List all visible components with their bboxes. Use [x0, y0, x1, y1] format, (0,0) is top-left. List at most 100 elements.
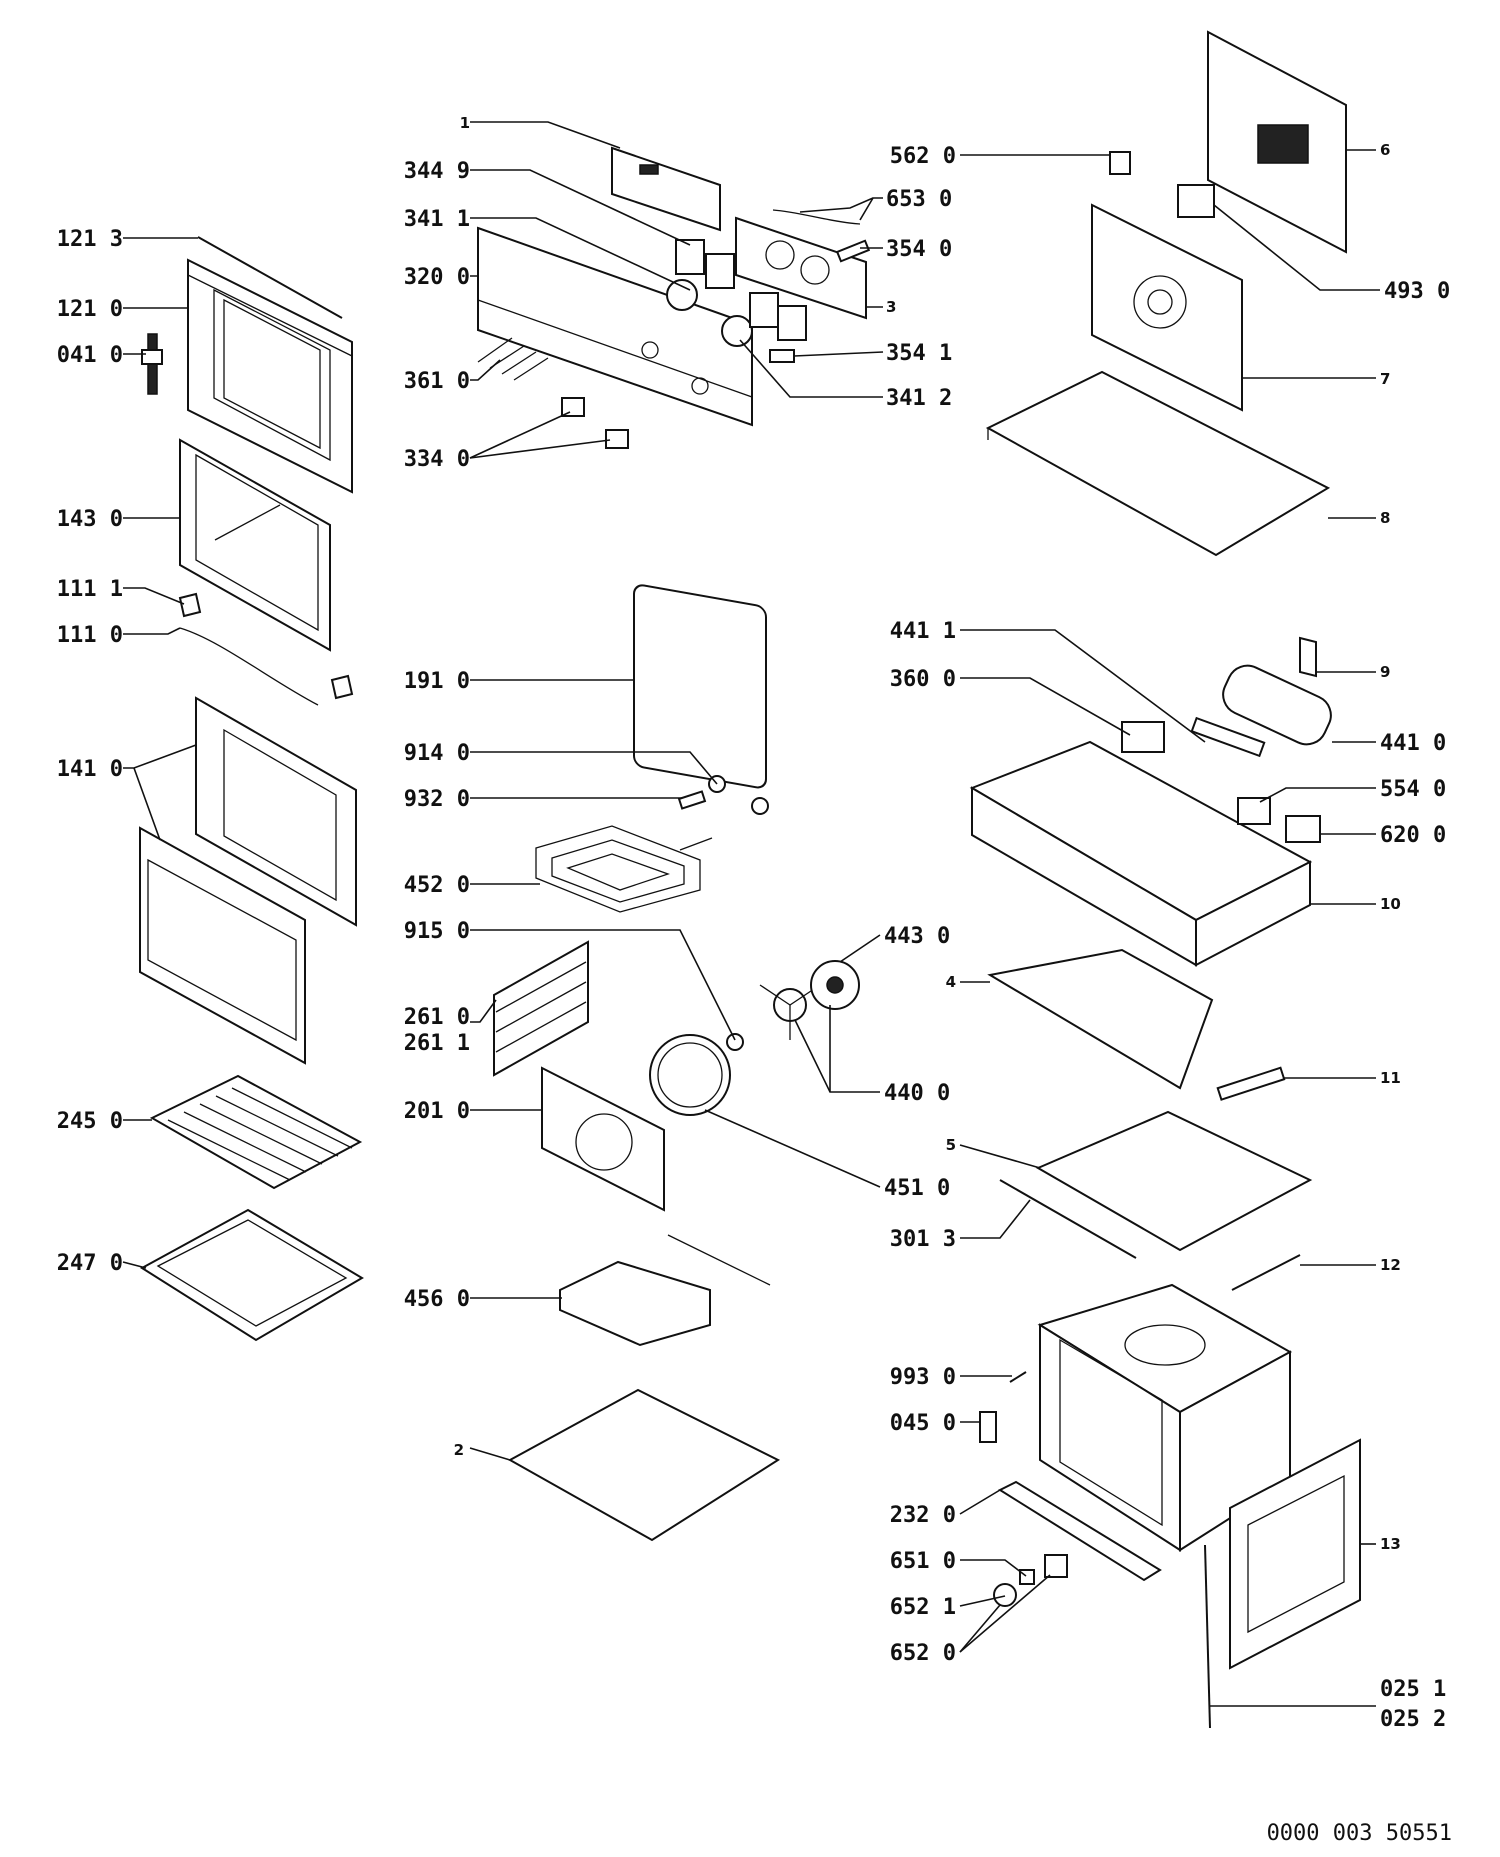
side-panel: [1229, 1438, 1361, 1670]
label-191-0: 191 0: [404, 669, 470, 694]
control-fascia: [477, 226, 753, 427]
rotary-switch-left: [675, 239, 705, 275]
rear-inner-panel: [1091, 203, 1243, 412]
label-247-0: 247 0: [57, 1251, 123, 1276]
label-915-0: 915 0: [404, 919, 470, 944]
label-045-0: 045 0: [890, 1411, 956, 1436]
label-341-1: 341 1: [404, 207, 470, 232]
label-121-3: 121 3: [57, 227, 123, 252]
door-seal-gasket: [633, 584, 767, 789]
knob-bezel-upper: [666, 279, 698, 311]
label-2: 2: [454, 1441, 464, 1459]
label-261-1: 261 1: [404, 1031, 470, 1056]
label-7: 7: [1380, 370, 1390, 388]
label-914-0: 914 0: [404, 741, 470, 766]
door-wire-spring: [179, 627, 319, 706]
front-rail: [999, 1179, 1137, 1259]
label-13: 13: [1380, 1535, 1401, 1553]
indicator-cable: [772, 209, 861, 225]
label-554-0: 554 0: [1380, 777, 1446, 802]
label-441-1: 441 1: [890, 619, 956, 644]
label-652-0: 652 0: [890, 1641, 956, 1666]
label-562-0: 562 0: [890, 144, 956, 169]
pilot-light: [769, 349, 795, 363]
rotary-switch-lower-2: [777, 305, 807, 341]
door-hinge: [141, 333, 163, 395]
relay: [1237, 797, 1271, 825]
label-4: 4: [946, 973, 956, 991]
oven-cavity: [1037, 1283, 1293, 1552]
label-232-0: 232 0: [890, 1503, 956, 1528]
label-441-0: 441 0: [1380, 731, 1446, 756]
label-320-0: 320 0: [404, 265, 470, 290]
leader-lines: [122, 121, 1380, 1707]
outer-door-glass-upper: [195, 696, 357, 927]
label-360-0: 360 0: [890, 667, 956, 692]
label-10: 10: [1380, 895, 1401, 913]
label-341-2: 341 2: [886, 386, 952, 411]
label-041-0: 041 0: [57, 343, 123, 368]
knob-bezel-lower: [721, 315, 753, 347]
control-panel-overlay: [611, 146, 721, 232]
door-frame: [187, 258, 353, 494]
label-652-1: 652 1: [890, 1595, 956, 1620]
label-493-0: 493 0: [1384, 279, 1450, 304]
label-12: 12: [1380, 1256, 1401, 1274]
tangential-fan: [1222, 664, 1332, 746]
label-11: 11: [1380, 1069, 1401, 1087]
label-452-0: 452 0: [404, 873, 470, 898]
thermal-cutout: [1109, 151, 1131, 175]
control-knob-left: [561, 397, 585, 417]
label-245-0: 245 0: [57, 1109, 123, 1134]
top-panel: [985, 370, 1331, 557]
label-6: 6: [1380, 141, 1390, 159]
spring: [677, 790, 707, 810]
label-025-2: 025 2: [1380, 1707, 1446, 1732]
label-5: 5: [946, 1136, 956, 1154]
label-932-0: 932 0: [404, 787, 470, 812]
label-9: 9: [1380, 663, 1390, 681]
fan-blade: [759, 984, 821, 1040]
label-201-0: 201 0: [404, 1099, 470, 1124]
base-panel: [1035, 1110, 1313, 1252]
label-653-0: 653 0: [886, 187, 952, 212]
label-143-0: 143 0: [57, 507, 123, 532]
label-8: 8: [1380, 509, 1390, 527]
bottom-panel: [507, 1388, 781, 1542]
transformer: [1177, 184, 1215, 218]
terminal-block: [1121, 721, 1165, 753]
rear-cover-panel: [1207, 30, 1347, 254]
control-knob-right: [605, 429, 629, 449]
label-361-0: 361 0: [404, 369, 470, 394]
indicator-lamp: [835, 239, 871, 263]
rail-strip: [1231, 1254, 1301, 1291]
door-switch: [979, 1411, 997, 1443]
side-rack-runner: [493, 940, 589, 1077]
support-strip: [1216, 1066, 1286, 1101]
rear-heating-element: [559, 1234, 771, 1347]
label-354-0: 354 0: [886, 237, 952, 262]
screw: [1009, 1371, 1027, 1383]
outer-door-glass-lower: [139, 826, 306, 1065]
lamp-cover: [1044, 1554, 1068, 1578]
label-456-0: 456 0: [404, 1287, 470, 1312]
control-board: [735, 216, 867, 320]
label-451-0: 451 0: [884, 1176, 950, 1201]
label-111-1: 111 1: [57, 577, 123, 602]
cooling-duct-plate: [987, 948, 1214, 1090]
rotary-switch-lower: [749, 292, 779, 328]
label-620-0: 620 0: [1380, 823, 1446, 848]
bottom-trim: [997, 1480, 1162, 1582]
fan-motor: [810, 960, 860, 1010]
label-334-0: 334 0: [404, 447, 470, 472]
label-993-0: 993 0: [890, 1365, 956, 1390]
label-121-0: 121 0: [57, 297, 123, 322]
inner-door-glass: [179, 438, 331, 652]
label-3: 3: [886, 298, 896, 316]
label-1: 1: [460, 114, 470, 132]
glass-clip-right: [330, 674, 354, 700]
electronics-box: [969, 740, 1313, 967]
label-261-0: 261 0: [404, 1005, 470, 1030]
fan-ring-element: [649, 1034, 731, 1116]
